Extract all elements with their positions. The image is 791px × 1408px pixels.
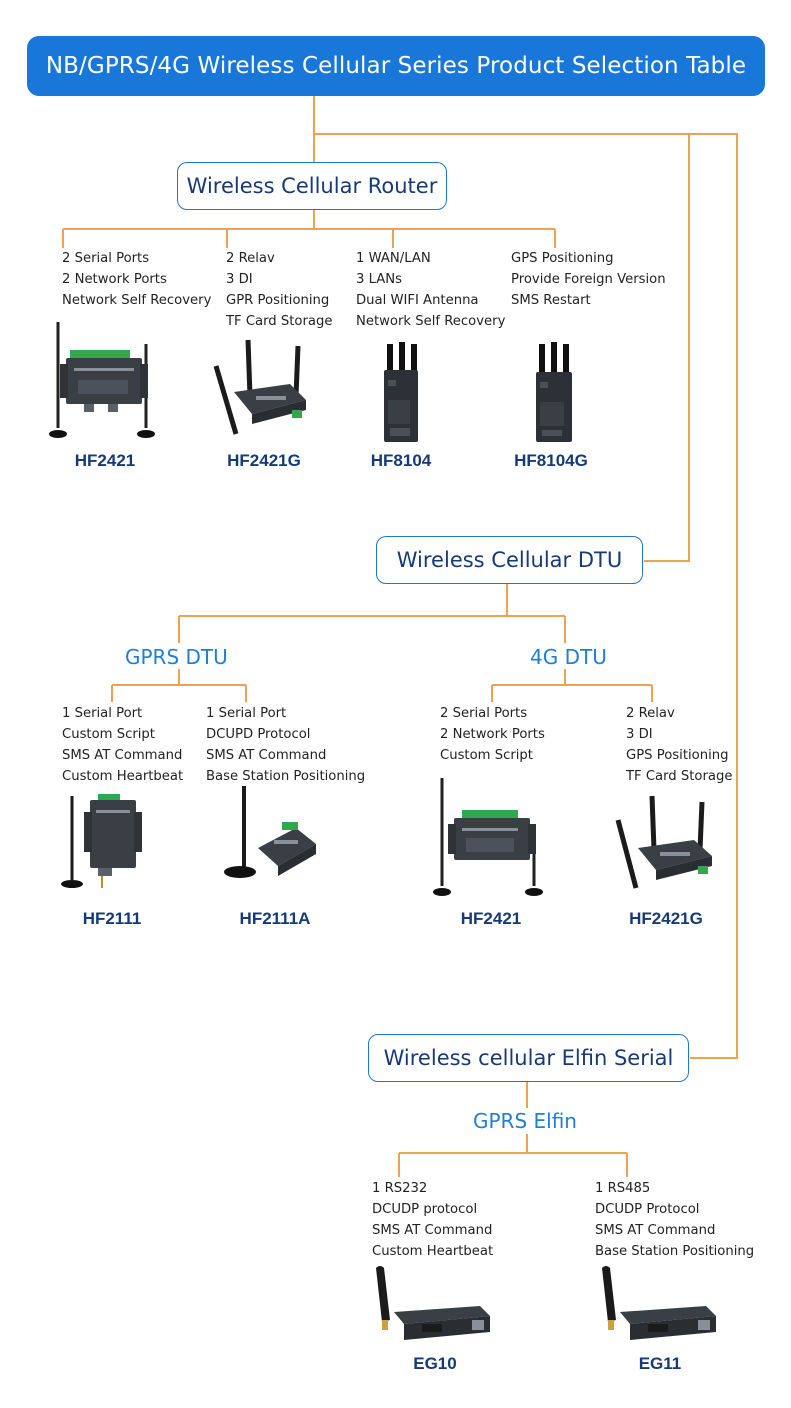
spec-list: 2 Relav 3 DI GPR Positioning TF Card Sto… [226, 248, 332, 332]
spec-item: 2 Network Ports [440, 727, 545, 742]
model-hf2421g: HF2421G [227, 451, 301, 470]
spec-item: 3 DI [226, 272, 253, 287]
spec-item: 3 LANs [356, 272, 402, 287]
model-hf2111a: HF2111A [239, 909, 311, 928]
spec-item: Custom Heartbeat [372, 1244, 494, 1259]
hf8104g-device-icon [536, 342, 572, 442]
spec-item: Base Station Positioning [595, 1244, 755, 1259]
spec-item: Provide Foreign Version [511, 272, 666, 287]
model-hf8104: HF8104 [370, 451, 432, 470]
spec-item: 3 DI [626, 727, 653, 742]
model-eg11: EG11 [638, 1354, 682, 1373]
spec-item: SMS AT Command [595, 1223, 716, 1238]
spec-item: Network Self Recovery [62, 293, 212, 308]
eg10-device-icon [376, 1266, 490, 1340]
spec-item: 1 WAN/LAN [356, 251, 431, 266]
page-title: NB/GPRS/4G Wireless Cellular Series Prod… [27, 36, 765, 96]
spec-item: Custom Heartbeat [62, 769, 184, 784]
spec-item: 2 Serial Ports [62, 251, 150, 266]
spec-item: 2 Serial Ports [440, 706, 528, 721]
spec-item: SMS Restart [511, 293, 591, 308]
spec-item: Network Self Recovery [356, 314, 506, 329]
spec-item: DCUDP protocol [372, 1202, 478, 1217]
model-hf2421g-dtu: HF2421G [629, 909, 703, 928]
spec-list: 1 Serial Port DCUPD Protocol SMS AT Comm… [206, 703, 365, 787]
spec-item: TF Card Storage [626, 769, 733, 784]
hf8104-device-icon [384, 342, 418, 442]
spec-item: GPS Positioning [626, 748, 729, 763]
spec-item: Custom Script [440, 748, 533, 763]
model-hf8104g: HF8104G [514, 451, 588, 470]
model-eg10: EG10 [413, 1354, 457, 1373]
spec-item: SMS AT Command [372, 1223, 493, 1238]
model-hf2421: HF2421 [74, 451, 136, 470]
spec-item: TF Card Storage [226, 314, 333, 329]
spec-item: SMS AT Command [62, 748, 183, 763]
spec-item: 1 Serial Port [206, 706, 287, 721]
spec-item: 1 Serial Port [62, 706, 143, 721]
spec-list: 2 Serial Ports 2 Network Ports Custom Sc… [440, 703, 545, 766]
spec-list: GPS Positioning Provide Foreign Version … [511, 248, 666, 311]
spec-item: 1 RS232 [372, 1181, 428, 1196]
spec-list: 1 RS232 DCUDP protocol SMS AT Command Cu… [372, 1178, 493, 1262]
spec-item: DCUDP Protocol [595, 1202, 700, 1217]
category-dtu: Wireless Cellular DTU [376, 536, 643, 584]
spec-list: 1 WAN/LAN 3 LANs Dual WIFI Antenna Netwo… [356, 248, 505, 332]
category-router: Wireless Cellular Router [177, 162, 447, 210]
hf2421-device-icon [49, 322, 155, 438]
subcategory-gprs-dtu: GPRS DTU [125, 645, 228, 669]
model-hf2421-dtu: HF2421 [460, 909, 522, 928]
spec-list: 2 Relav 3 DI GPS Positioning TF Card Sto… [626, 703, 732, 787]
hf2111-device-icon [61, 794, 142, 888]
spec-item: GPR Positioning [226, 293, 330, 308]
spec-list: 2 Serial Ports 2 Network Ports Network S… [62, 248, 211, 311]
hf2111a-device-icon [224, 786, 316, 878]
spec-item: Custom Script [62, 727, 155, 742]
hf2421-dtu-device-icon [433, 778, 543, 896]
spec-item: DCUPD Protocol [206, 727, 311, 742]
spec-list: 1 RS485 DCUDP Protocol SMS AT Command Ba… [595, 1178, 754, 1262]
spec-item: 2 Relav [626, 706, 675, 721]
hf2421g-dtu-device-icon [615, 795, 712, 889]
spec-item: Dual WIFI Antenna [356, 293, 479, 308]
hf2421g-device-icon [213, 339, 306, 435]
eg11-device-icon [602, 1266, 716, 1340]
spec-item: GPS Positioning [511, 251, 614, 266]
spec-item: Base Station Positioning [206, 769, 366, 784]
spec-list: 1 Serial Port Custom Script SMS AT Comma… [62, 703, 183, 787]
spec-item: 2 Relav [226, 251, 275, 266]
category-elfin: Wireless cellular Elfin Serial [368, 1034, 689, 1082]
subcategory-4g-dtu: 4G DTU [530, 645, 607, 669]
spec-item: SMS AT Command [206, 748, 327, 763]
model-hf2111: HF2111 [82, 909, 142, 928]
subcategory-gprs-elfin: GPRS Elfin [473, 1109, 577, 1133]
spec-item: 2 Network Ports [62, 272, 167, 287]
spec-item: 1 RS485 [595, 1181, 651, 1196]
